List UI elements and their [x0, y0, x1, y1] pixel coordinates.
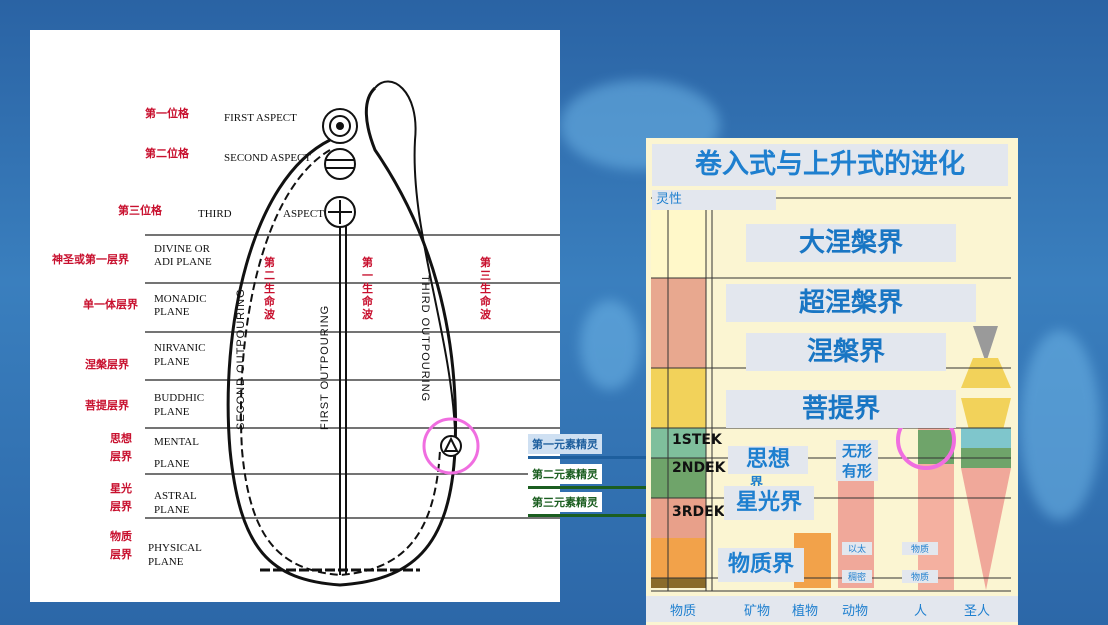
highlight-ring-left: [422, 417, 480, 475]
bottom-label-saint: 圣人: [964, 604, 991, 619]
bottom-labels-bar: [646, 596, 1018, 622]
third-aspect-zh: 第三位格: [118, 204, 162, 217]
mental-plane-zh1: 思想: [110, 432, 132, 445]
astral-plane-en2: PLANE: [154, 504, 190, 516]
second-aspect-zh: 第二位格: [145, 147, 189, 160]
human-physical-tag-2: 物质: [902, 570, 938, 583]
third-aspect-en: THIRD: [198, 208, 232, 220]
spirit-label: 灵性: [652, 190, 776, 210]
nirvanic-plane-en1: NIRVANIC: [154, 342, 206, 354]
second-aspect-circle: [324, 148, 356, 180]
physical-plane-en1: PHYSICAL: [148, 542, 202, 554]
animal-etheric-tag: 以太: [842, 542, 872, 555]
bottom-label-plant: 植物: [792, 604, 819, 619]
evolution-title: 卷入式与上升式的进化: [652, 144, 1008, 186]
animal-dense-tag: 稠密: [842, 570, 872, 583]
first-elemental-tag: 第一元素精灵: [528, 434, 602, 454]
physical-plane-en2: PLANE: [148, 556, 184, 568]
second-ek-label: 2NDEK: [672, 460, 726, 476]
third-life-wave: 第三生命波: [480, 256, 491, 321]
second-outpouring-text: SECOND OUTPOURING: [235, 288, 247, 430]
bottom-label-animal: 动物: [842, 604, 869, 619]
elemental-underline: [528, 456, 646, 459]
first-aspect-zh: 第一位格: [145, 107, 189, 120]
second-elemental-tag: 第二元素精灵: [528, 464, 602, 484]
bottom-label-human: 人: [914, 604, 928, 619]
buddhic-plane-en1: BUDDHIC: [154, 392, 205, 404]
astral-plane-zh1: 星光: [110, 482, 132, 495]
first-life-wave: 第一生命波: [362, 256, 373, 321]
formless-label: 无形: [836, 440, 878, 461]
third-ek-label: 3RDEK: [672, 504, 725, 520]
bottom-label-mineral: 矿物: [744, 604, 771, 619]
involution-diagram-panel: SECOND OUTPOURING FIRST OUTPOURING THIRD…: [30, 30, 560, 602]
evolution-diagram: [651, 197, 1011, 592]
mental-plane-en1: MENTAL: [154, 436, 199, 448]
third-aspect-en2: ASPECT: [283, 208, 324, 220]
mental-plane-en2: PLANE: [154, 458, 190, 470]
mental-plane-zh2: 层界: [110, 450, 132, 463]
adi-plane-en2: ADI PLANE: [154, 256, 212, 268]
first-outpouring-text: FIRST OUTPOURING: [319, 305, 331, 430]
mental-plane-label: 思想: [728, 446, 808, 474]
physical-plane-label: 物质界: [718, 548, 804, 582]
evolution-chart-panel: 卷入式与上升式的进化 灵性 大涅槃界 超涅槃界 涅槃界 菩提界 1STEK 2N…: [646, 138, 1018, 625]
saint-shape: [973, 326, 998, 363]
plane-buddhi: 菩提界: [726, 390, 956, 428]
physical-plane-zh2: 层界: [110, 548, 132, 561]
bottom-label-matter: 物质: [670, 604, 697, 619]
buddhic-plane-en2: PLANE: [154, 406, 190, 418]
third-outpouring-text: THIRD OUTPOURING: [419, 275, 431, 402]
adi-plane-en1: DIVINE OR: [154, 243, 210, 255]
third-elemental-tag: 第三元素精灵: [528, 492, 602, 512]
plane-maha-nirvana: 大涅槃界: [746, 224, 956, 262]
human-physical-tag-1: 物质: [902, 542, 938, 555]
plane-nirvana: 涅槃界: [746, 333, 946, 371]
monadic-plane-zh: 单一体层界: [83, 298, 138, 311]
plane-para-nirvana: 超涅槃界: [726, 284, 976, 322]
nirvanic-plane-zh: 涅槃层界: [85, 358, 129, 371]
astral-plane-en1: ASTRAL: [154, 490, 197, 502]
monadic-plane-en2: PLANE: [154, 306, 190, 318]
astral-plane-zh2: 层界: [110, 500, 132, 513]
buddhic-plane-zh: 菩提层界: [85, 399, 129, 412]
nirvanic-plane-en2: PLANE: [154, 356, 190, 368]
physical-plane-zh1: 物质: [110, 530, 132, 543]
map-shape: [1020, 330, 1100, 520]
outpouring-diagram: SECOND OUTPOURING FIRST OUTPOURING THIRD…: [145, 80, 560, 587]
map-shape: [580, 300, 640, 390]
formed-label: 有形: [836, 460, 878, 481]
second-aspect-en: SECOND ASPECT: [224, 152, 312, 164]
astral-plane-label: 星光界: [724, 486, 814, 520]
first-aspect-en: FIRST ASPECT: [224, 112, 297, 124]
second-life-wave: 第二生命波: [264, 256, 275, 321]
monadic-plane-en1: MONADIC: [154, 293, 207, 305]
adi-plane-zh: 神圣或第一层界: [52, 253, 129, 266]
elemental-underline: [528, 514, 646, 517]
first-ek-label: 1STEK: [672, 432, 722, 448]
elemental-underline: [528, 486, 646, 489]
